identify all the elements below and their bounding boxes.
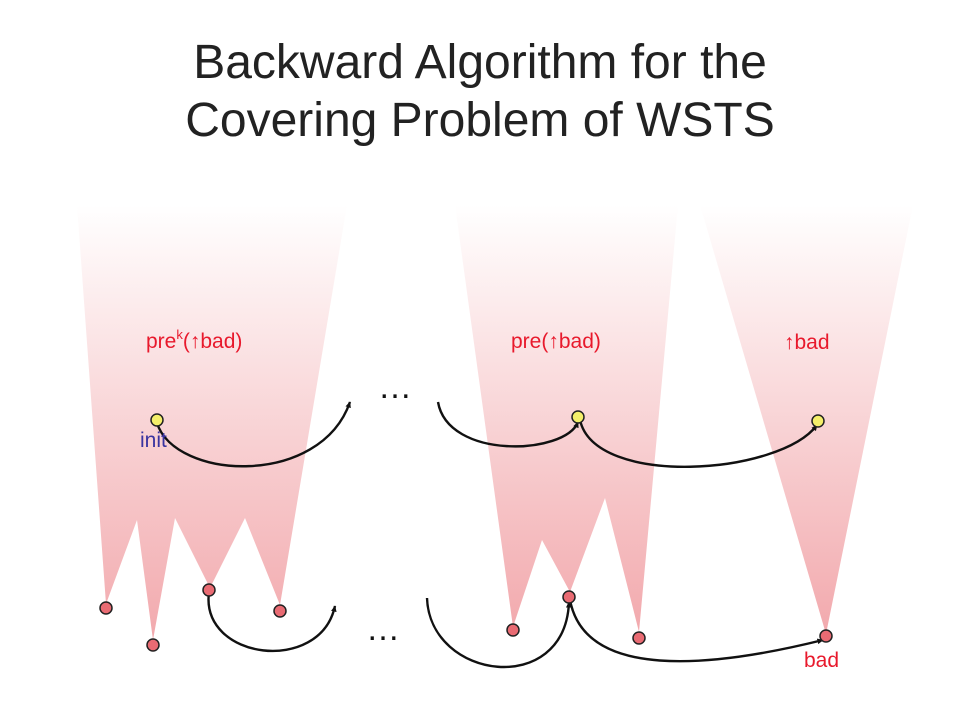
node-pre-min-2 — [562, 590, 576, 604]
node-init — [150, 413, 164, 427]
node-min-3 — [202, 583, 216, 597]
title-line-2: Covering Problem of WSTS — [185, 94, 775, 147]
arrow-dots-to-pre-node — [436, 401, 580, 448]
node-pre-state — [571, 410, 585, 424]
arrow-min-to-dots — [207, 591, 337, 653]
node-pre-min-1 — [506, 623, 520, 637]
title-line-1: Backward Algorithm for the — [193, 36, 767, 89]
label-pre-bad: pre(↑bad) — [511, 330, 601, 353]
node-min-1 — [99, 601, 113, 615]
label-bad: bad — [804, 649, 839, 672]
ellipsis-bottom: … — [366, 610, 400, 648]
label-up-bad: ↑bad — [784, 331, 830, 354]
cone-up-bad — [700, 205, 913, 634]
label-pre-k-bad: prek(↑bad) — [146, 327, 242, 353]
node-min-4 — [273, 604, 287, 618]
arrow-pre-min-to-bad — [568, 599, 824, 663]
node-pre-min-3 — [632, 631, 646, 645]
slide-title: Backward Algorithm for the Covering Prob… — [0, 34, 960, 150]
arrow-init-to-dots — [155, 401, 352, 468]
node-min-2 — [146, 638, 160, 652]
arrow-dots-to-pre-min — [425, 597, 572, 669]
cone-pre — [455, 205, 678, 632]
node-bad — [819, 629, 833, 643]
arrow-pre-node-to-upbad-node — [578, 419, 818, 468]
cone-pre-k — [77, 205, 347, 640]
ellipsis-top: … — [378, 368, 412, 406]
node-upbad-state — [811, 414, 825, 428]
label-init: init — [140, 429, 167, 452]
